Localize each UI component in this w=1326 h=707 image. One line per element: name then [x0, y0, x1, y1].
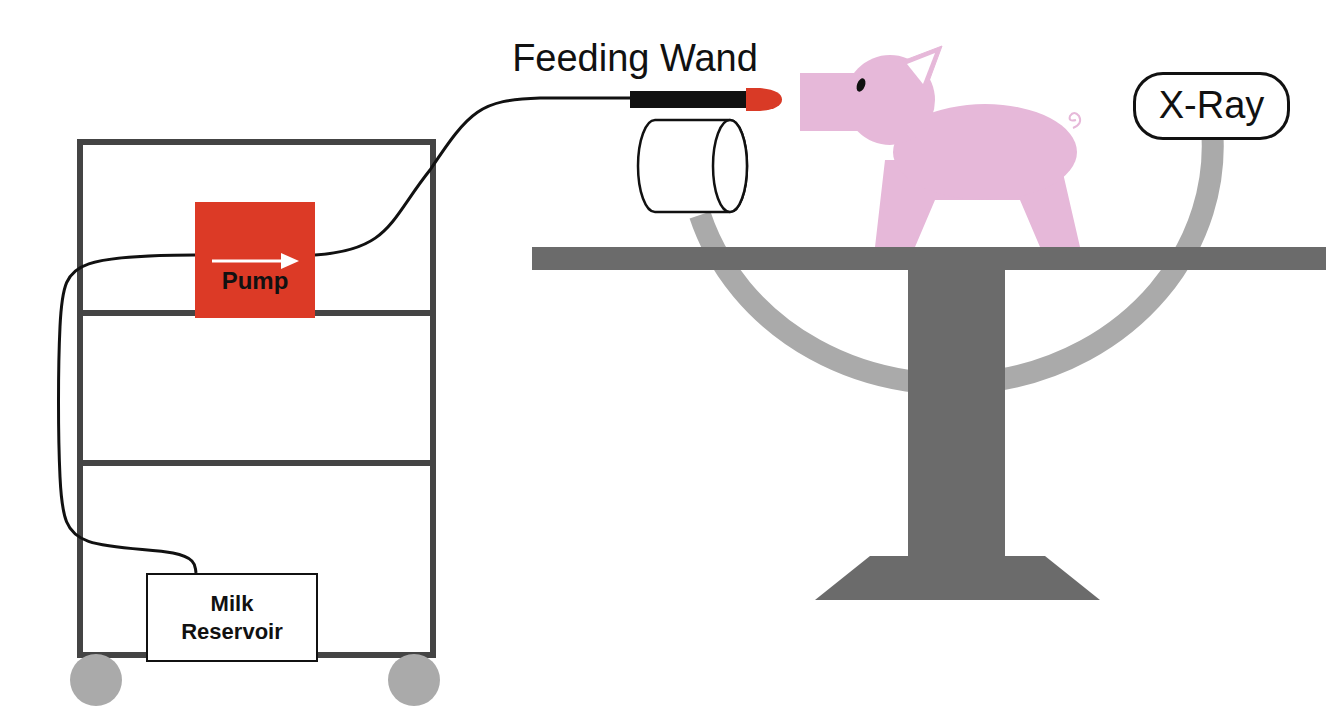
tube	[315, 98, 630, 255]
detector-cylinder	[638, 120, 747, 212]
table-base	[815, 556, 1100, 600]
nipple	[746, 88, 782, 111]
part-label: Feeding Wand	[512, 39, 758, 77]
tube	[59, 255, 197, 573]
node-text: Pump	[222, 266, 289, 296]
xray-label-box: X-Ray	[1133, 72, 1290, 140]
pump-box: Pump	[195, 202, 315, 318]
table-pedestal	[908, 268, 1005, 558]
node-text: X-Ray	[1159, 82, 1265, 130]
reservoir-box: Milk Reservoir	[146, 573, 318, 662]
pig	[800, 46, 1080, 247]
feeding-wand	[630, 91, 748, 108]
node-text: Milk Reservoir	[162, 590, 302, 645]
wheel	[388, 654, 440, 706]
wheel	[70, 654, 122, 706]
table-top	[532, 247, 1326, 270]
